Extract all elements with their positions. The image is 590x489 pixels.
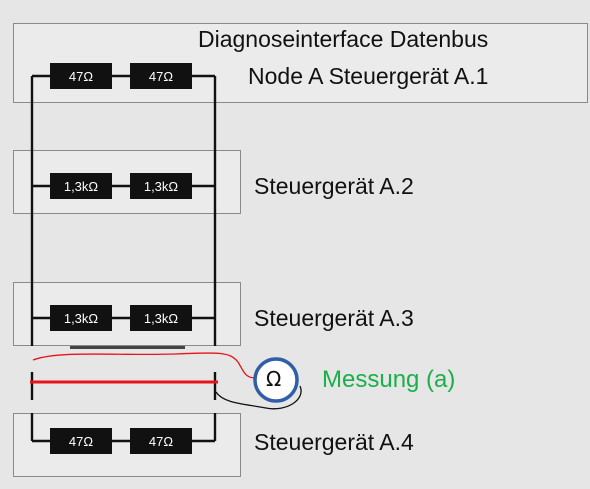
probe-wire-red bbox=[32, 352, 257, 379]
resistor-a4-2: 47Ω bbox=[130, 428, 192, 454]
resistor-a3-1: 1,3kΩ bbox=[50, 305, 112, 331]
resistor-a2-1: 1,3kΩ bbox=[50, 173, 112, 199]
measurement-label: Messung (a) bbox=[322, 366, 456, 393]
ohmmeter-symbol: Ω bbox=[266, 367, 282, 391]
control-unit-a3-label: Steuergerät A.3 bbox=[254, 305, 414, 331]
control-unit-a2-label: Steuergerät A.2 bbox=[254, 173, 414, 199]
resistor-a3-2: 1,3kΩ bbox=[130, 305, 192, 331]
gap-band bbox=[70, 346, 185, 349]
ohmmeter-icon bbox=[253, 357, 299, 403]
resistor-a4-1: 47Ω bbox=[50, 428, 112, 454]
interface-title: Diagnoseinterface Datenbus bbox=[198, 26, 489, 52]
probe-wire-black bbox=[215, 385, 302, 410]
resistor-interface-1: 47Ω bbox=[50, 63, 112, 89]
node-a1-label: Node A Steuergerät A.1 bbox=[248, 63, 489, 89]
resistor-interface-2: 47Ω bbox=[130, 63, 192, 89]
control-unit-a4-label: Steuergerät A.4 bbox=[254, 429, 414, 455]
resistor-a2-2: 1,3kΩ bbox=[130, 173, 192, 199]
